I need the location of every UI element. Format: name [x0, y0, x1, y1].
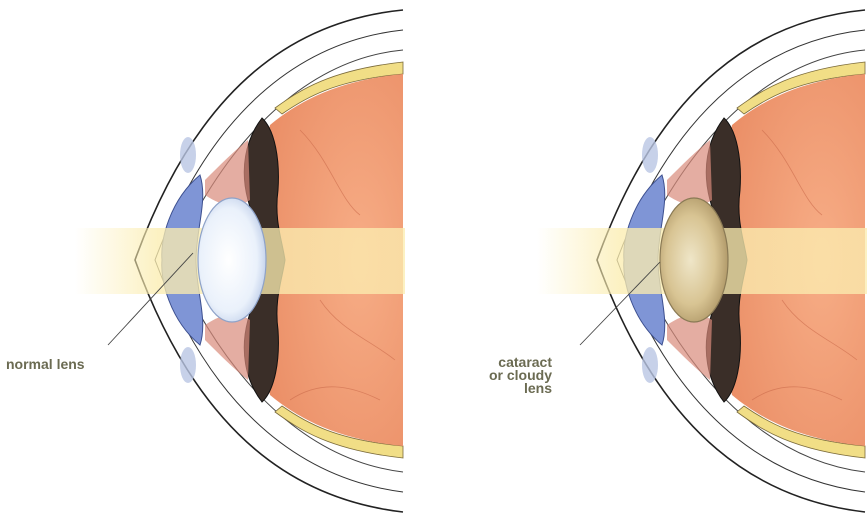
normal-eye-illustration	[75, 10, 405, 512]
cataract-eye-illustration	[537, 10, 867, 512]
normal-lens-shape	[198, 198, 266, 322]
cataract-label-line-3: lens	[488, 382, 552, 395]
normal-lens-label: normal lens	[6, 358, 85, 371]
cataract-lens-label: cataract or cloudy lens	[488, 356, 552, 395]
cloudy-lens-shape	[660, 198, 728, 322]
